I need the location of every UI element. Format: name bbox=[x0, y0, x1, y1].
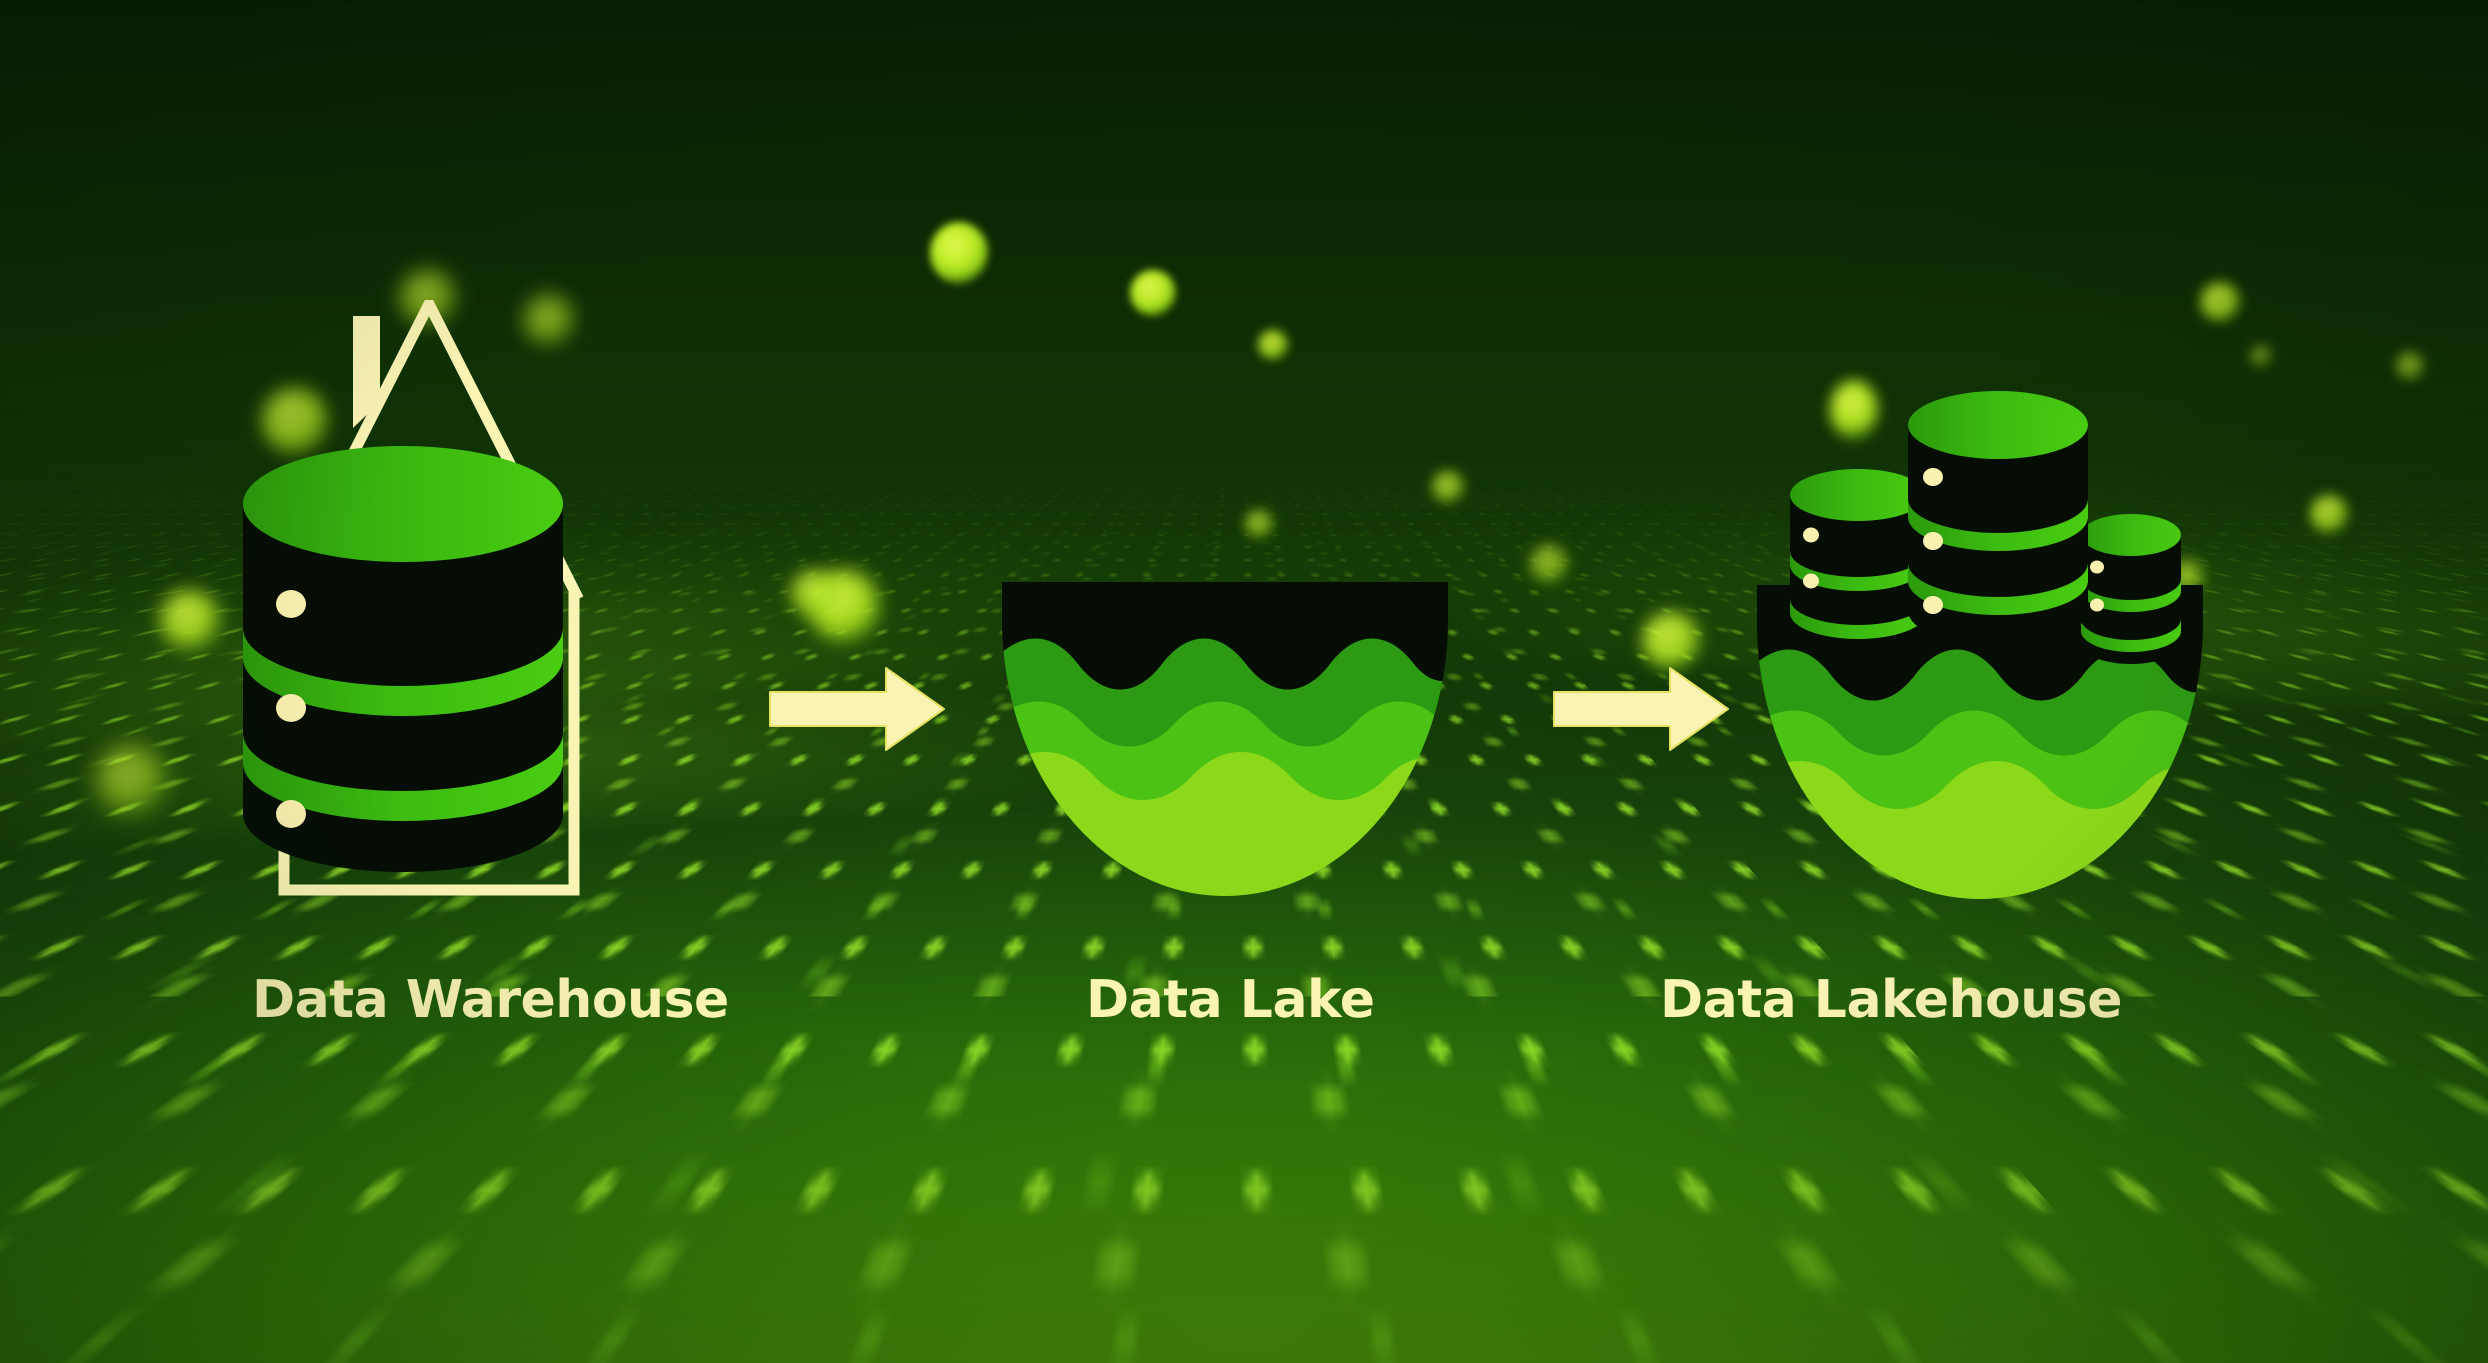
infographic-canvas: Data Warehouse bbox=[0, 0, 2488, 1363]
background-vignette bbox=[0, 0, 2488, 1363]
